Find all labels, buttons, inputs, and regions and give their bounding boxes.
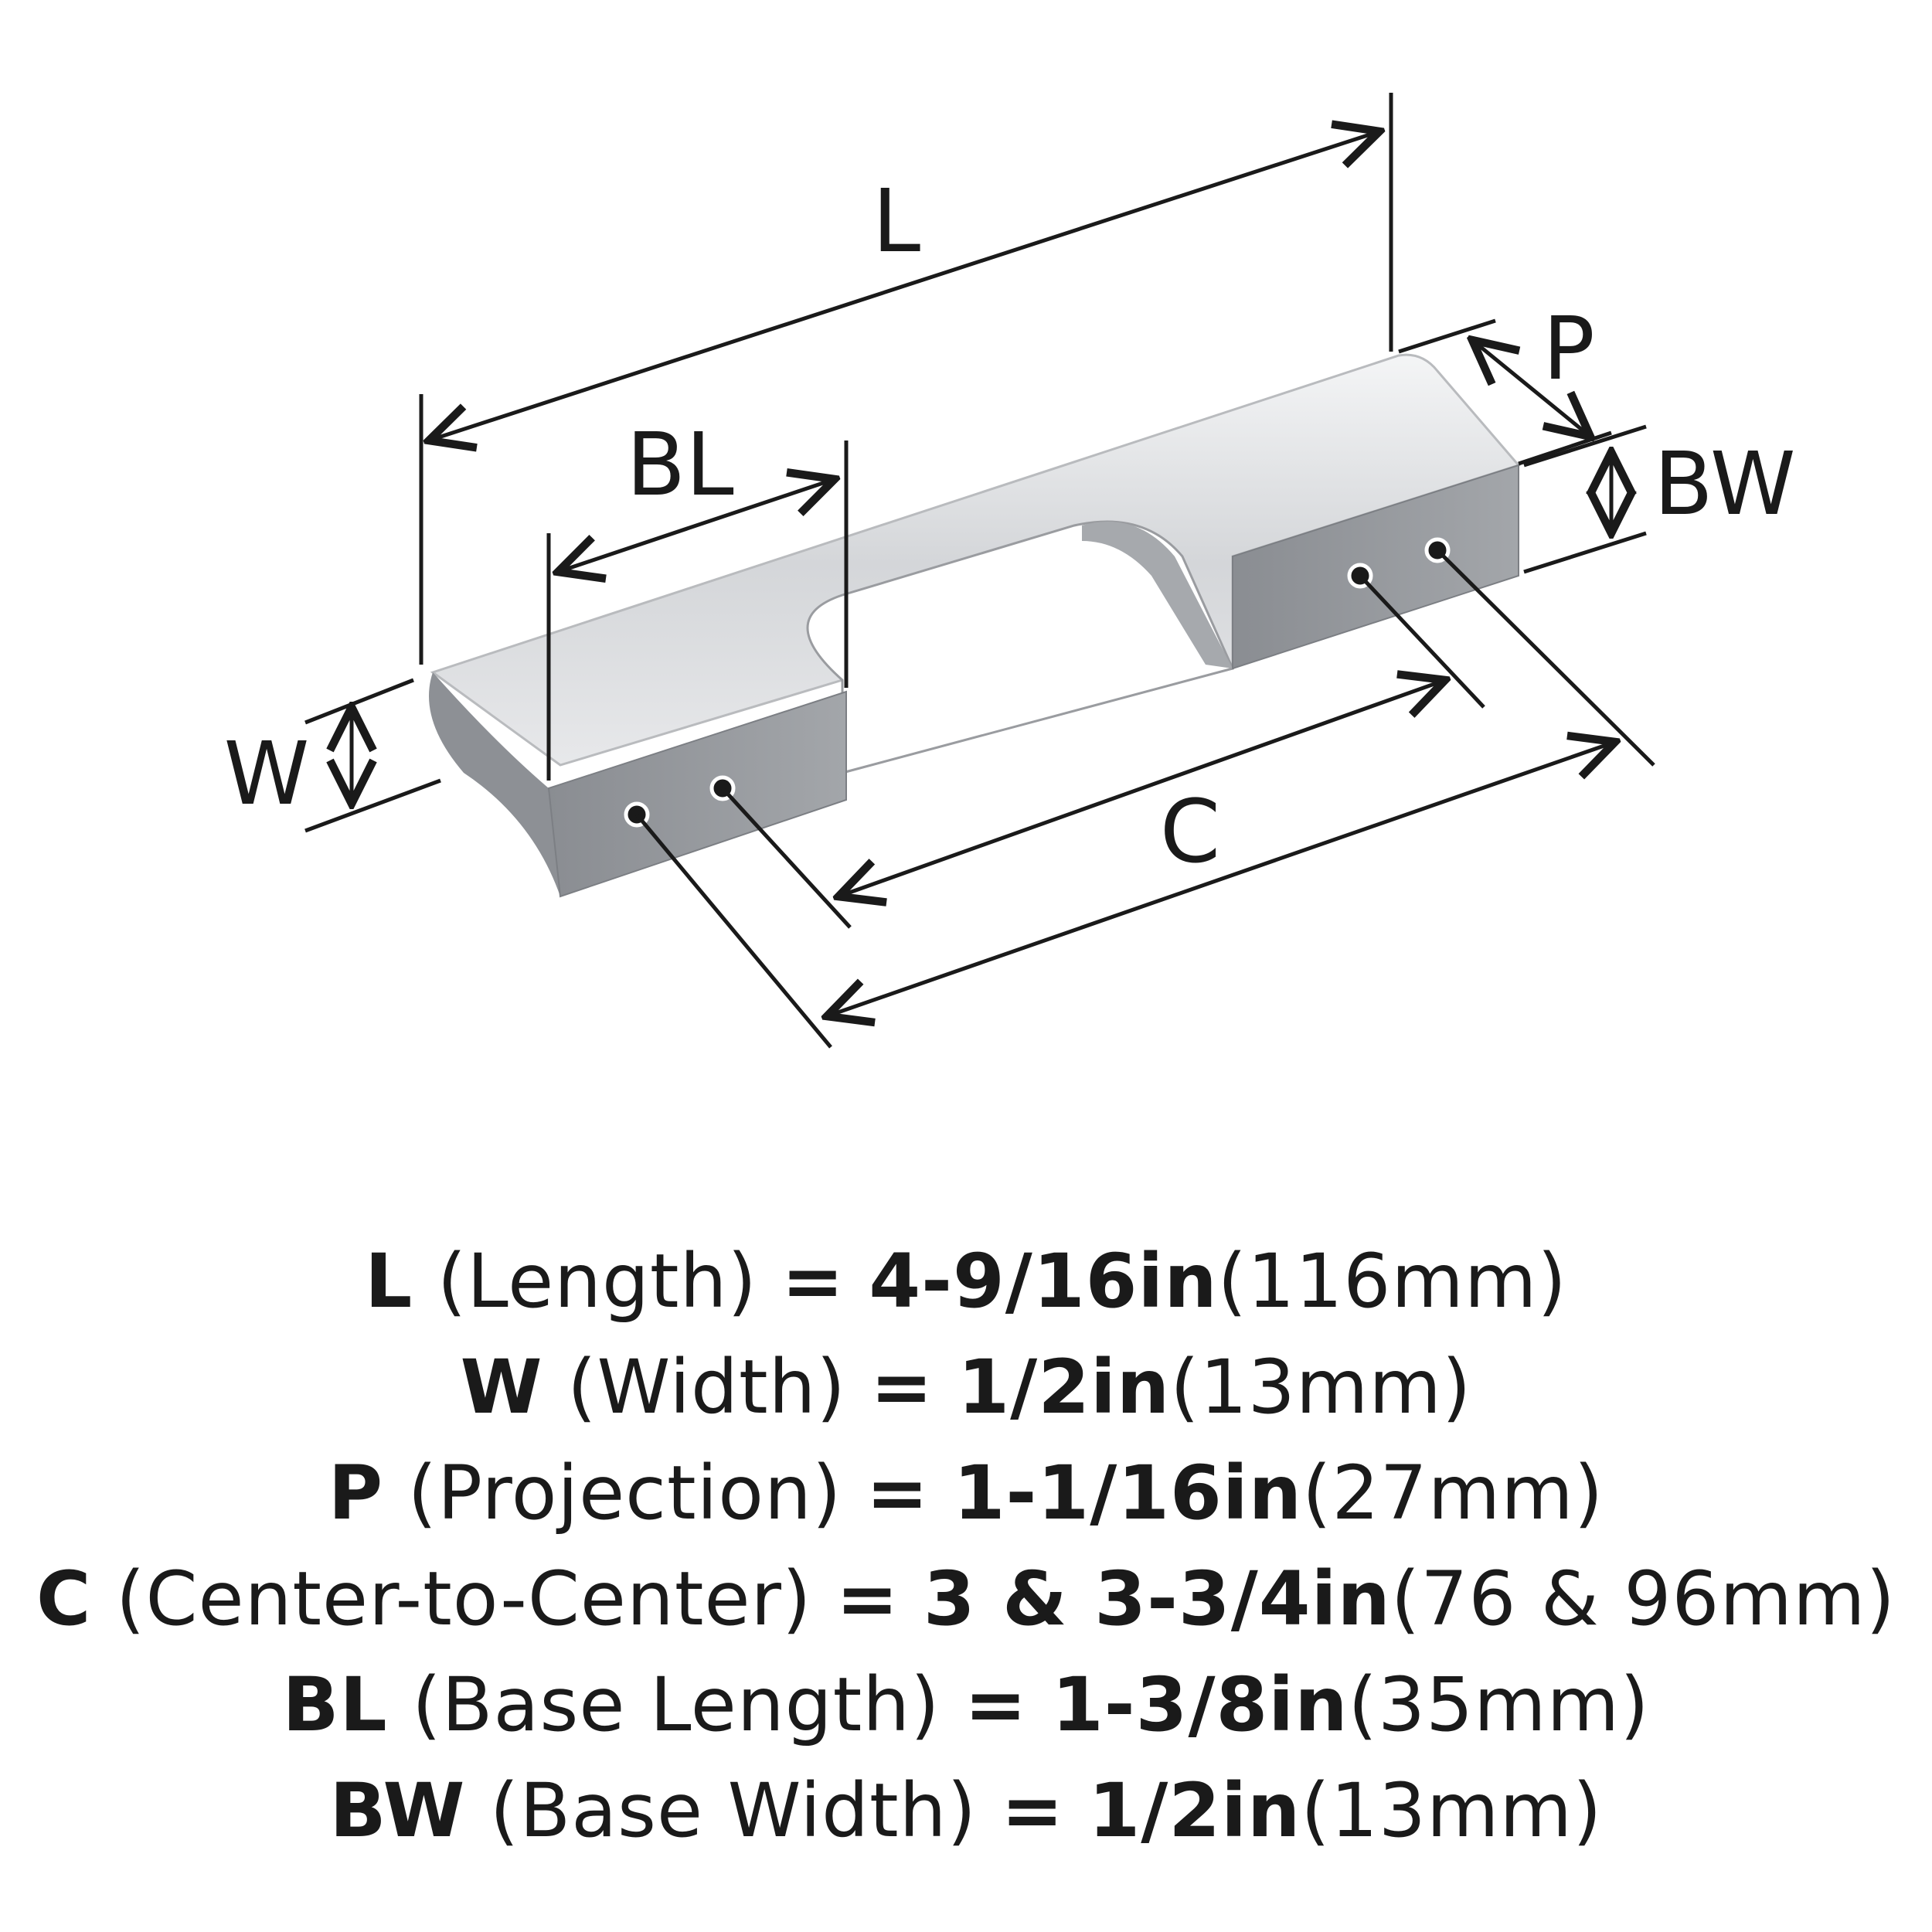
spec-name: (Base Width) <box>489 1767 977 1854</box>
spec-imperial: 1/2in <box>957 1344 1171 1430</box>
spec-equals: = <box>866 1450 930 1536</box>
spec-equals: = <box>870 1344 934 1430</box>
label-L: L <box>872 172 920 272</box>
spec-metric: (13mm) <box>1301 1767 1603 1854</box>
spec-equals: = <box>835 1556 900 1642</box>
spec-metric: (13mm) <box>1170 1344 1472 1430</box>
spec-imperial: 3 & 3-3/4in <box>923 1556 1391 1642</box>
spec-length: L (Length) = 4-9/16in(116mm) <box>0 1229 1932 1335</box>
spec-imperial: 1/2in <box>1088 1767 1301 1854</box>
spec-base-width: BW (Base Width) = 1/2in(13mm) <box>0 1758 1932 1864</box>
spec-equals: = <box>964 1662 1028 1748</box>
spec-width: W (Width) = 1/2in(13mm) <box>0 1335 1932 1440</box>
spec-name: (Width) <box>567 1344 846 1430</box>
label-W: W <box>224 724 310 825</box>
spec-metric: (27mm) <box>1302 1450 1604 1536</box>
spec-name: (Base Length) <box>412 1662 940 1748</box>
spec-symbol: BL <box>282 1662 388 1748</box>
label-C: C <box>1160 782 1220 883</box>
spec-symbol: L <box>365 1238 413 1325</box>
spec-name: (Center-to-Center) <box>116 1556 812 1642</box>
spec-projection: P (Projection) = 1-1/16in(27mm) <box>0 1440 1932 1546</box>
right-base <box>1232 464 1519 670</box>
spec-center-to-center: C (Center-to-Center) = 3 & 3-3/4in(76 & … <box>0 1546 1932 1652</box>
spec-imperial: 1-3/8in <box>1052 1662 1349 1748</box>
spec-symbol: C <box>36 1556 92 1642</box>
spec-equals: = <box>1001 1767 1064 1854</box>
left-end-face <box>429 672 560 896</box>
spec-symbol: P <box>328 1450 384 1536</box>
spec-name: (Length) <box>437 1238 757 1325</box>
label-BW: BW <box>1654 434 1796 535</box>
handle-pull <box>429 353 1521 898</box>
label-BL: BL <box>626 415 733 515</box>
dim-line-BL <box>558 479 835 572</box>
spec-name: (Projection) <box>407 1450 842 1536</box>
dim-line-C-outer <box>827 742 1615 1016</box>
spec-metric: (116mm) <box>1217 1238 1567 1325</box>
label-P: P <box>1543 299 1595 400</box>
spec-base-length: BL (Base Length) = 1-3/8in(35mm) <box>0 1652 1932 1758</box>
spec-imperial: 4-9/16in <box>869 1238 1218 1325</box>
spec-equals: = <box>781 1238 845 1325</box>
spec-metric: (76 & 96mm) <box>1390 1556 1896 1642</box>
spec-symbol: W <box>460 1344 543 1430</box>
dimension-lines <box>304 93 1655 1049</box>
spec-list: L (Length) = 4-9/16in(116mm) W (Width) =… <box>0 1229 1932 1864</box>
dim-line-P <box>1472 340 1590 437</box>
spec-symbol: BW <box>329 1767 466 1854</box>
spec-metric: (35mm) <box>1348 1662 1650 1748</box>
spec-imperial: 1-1/16in <box>953 1450 1303 1536</box>
dim-line-L <box>429 131 1379 440</box>
handle-dimension-diagram: L BL P BW W C <box>224 93 1796 1049</box>
